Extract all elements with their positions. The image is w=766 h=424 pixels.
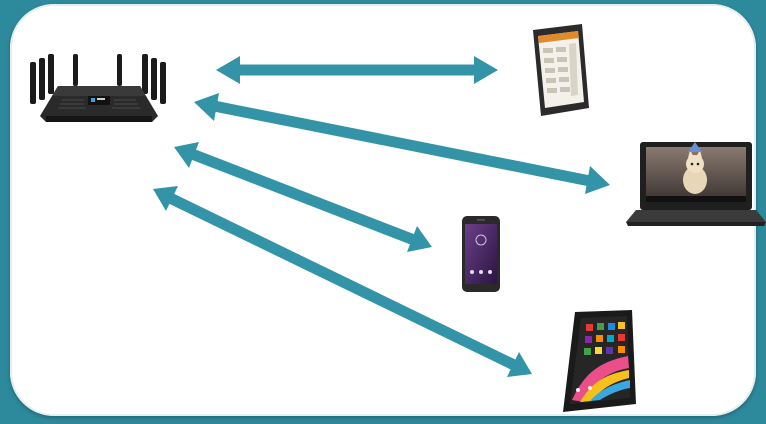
tablet-icon [533, 24, 589, 116]
arrow-router-laptop [194, 93, 610, 194]
arrow-router-android-tablet [153, 186, 532, 377]
laptop-icon [626, 142, 766, 226]
smartphone-icon [462, 216, 500, 292]
android-tablet-icon [563, 310, 636, 412]
arrow-router-smartphone [174, 142, 432, 252]
wifi-router-icon [30, 54, 166, 122]
arrow-router-tablet [216, 56, 498, 84]
